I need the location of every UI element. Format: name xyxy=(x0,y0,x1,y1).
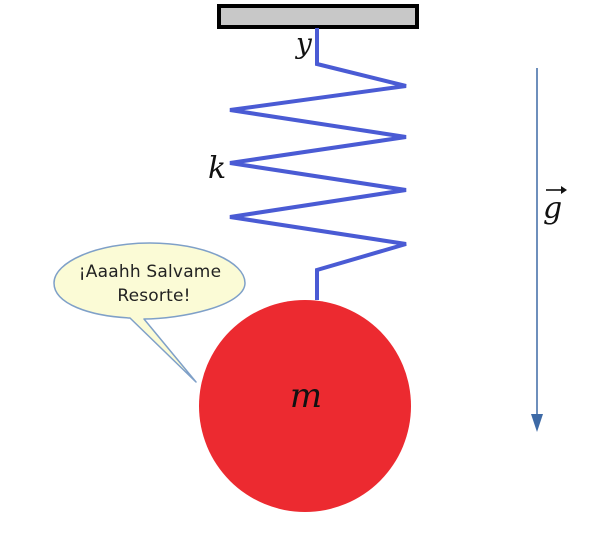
spring xyxy=(229,28,407,300)
mass-ball xyxy=(199,300,411,512)
speech-bubble-line-1: ¡Aaahh Salvame xyxy=(79,262,221,282)
gravity-vector-arrow-icon xyxy=(546,186,567,194)
gravity-arrow-head xyxy=(531,414,543,432)
displacement-label: y xyxy=(294,27,313,60)
spring-constant-label: k xyxy=(208,151,226,186)
speech-bubble-line-2: Resorte! xyxy=(117,286,190,306)
gravity-label: g xyxy=(543,191,562,226)
mass-label: m xyxy=(290,376,322,416)
ceiling-support xyxy=(217,4,419,29)
speech-bubble xyxy=(53,242,246,383)
